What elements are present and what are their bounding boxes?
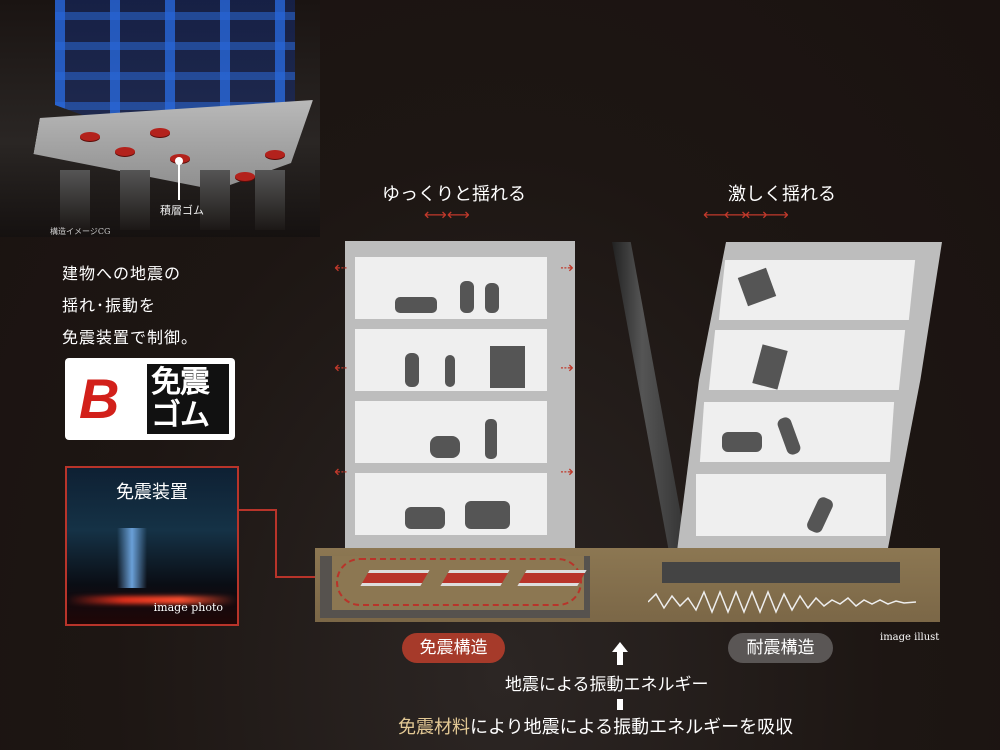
people-silhouette — [430, 436, 460, 458]
strong-sway-arrow-icon: ⟵⟷⟷⟶ — [703, 205, 789, 224]
energy-text: 地震による振動エネルギー — [505, 675, 709, 695]
rubber-bearing — [150, 128, 170, 137]
floor — [355, 473, 547, 535]
connector-line — [275, 509, 277, 577]
cabinet-silhouette — [490, 346, 525, 388]
isolator-bearing — [517, 570, 587, 586]
sofa-silhouette — [395, 297, 437, 313]
up-arrow-icon — [612, 642, 628, 652]
sway-arrow-icon: ⇢ — [560, 358, 574, 377]
dining-silhouette — [465, 501, 510, 529]
light-beam — [117, 528, 147, 588]
label-leader — [178, 160, 180, 200]
rubber-bearing — [115, 147, 135, 156]
floor — [708, 330, 906, 390]
isolator-bearing — [440, 570, 510, 586]
isolator-photo: 免震装置 image photo — [65, 466, 239, 626]
slow-sway-arrow-icon: ⟷⟷ — [424, 205, 470, 224]
absorb-highlight: 免震材料 — [398, 717, 470, 738]
isolation-structure-label: 免震構造 — [402, 633, 505, 663]
isolator-bearing — [360, 570, 430, 586]
sway-arrow-icon: ⇠ — [334, 258, 348, 277]
absorb-rest: により地震による振動エネルギーを吸収 — [470, 717, 794, 738]
brand-logo: B 免震ゴム — [65, 358, 235, 440]
connector-line — [275, 576, 337, 578]
logo-text: 免震ゴム — [147, 364, 229, 434]
seismic-isolated-building — [345, 241, 575, 549]
pile — [255, 170, 285, 230]
intro-line: 建物への地震の — [62, 264, 182, 283]
person-silhouette — [405, 353, 419, 387]
pile — [60, 170, 90, 230]
photo-caption: image photo — [153, 601, 223, 614]
resistant-structure-label: 耐震構造 — [728, 633, 833, 663]
foundation-beam — [662, 562, 900, 583]
sway-arrow-icon: ⇠ — [334, 462, 348, 481]
right-heading: 激しく揺れる — [728, 184, 836, 205]
left-heading: ゆっくりと揺れる — [382, 184, 526, 205]
intro-line: 免震装置で制御。 — [62, 328, 199, 347]
isolation-zone-outline — [336, 558, 582, 606]
sofa-silhouette — [405, 507, 445, 529]
up-arrow-shaft — [617, 651, 623, 665]
floor — [355, 257, 547, 319]
red-glow — [67, 596, 237, 604]
structure-cg-image: 積層ゴム 構造イメージCG — [0, 0, 320, 237]
photo-title: 免震装置 — [116, 482, 188, 503]
label-dot — [175, 157, 183, 165]
floor — [696, 474, 886, 536]
intro-line: 揺れ･振動を — [62, 296, 157, 315]
connector-line — [239, 509, 277, 511]
sway-arrow-icon: ⇢ — [560, 462, 574, 481]
person-silhouette — [445, 355, 455, 387]
arrow-segment — [617, 699, 623, 710]
vibration-zigzag — [648, 590, 916, 614]
rubber-bearing — [235, 172, 255, 181]
person-silhouette — [460, 281, 474, 313]
logo-mark: B — [79, 367, 120, 430]
sway-arrow-icon: ⇢ — [560, 258, 574, 277]
sofa-silhouette — [722, 432, 762, 452]
rubber-bearing — [80, 132, 100, 141]
laminated-rubber-label: 積層ゴム — [160, 204, 204, 217]
pile — [200, 170, 230, 230]
person-silhouette — [485, 283, 499, 313]
absorb-text: 免震材料により地震による振動エネルギーを吸収 — [398, 713, 793, 739]
intro-text: 建物への地震の 揺れ･振動を 免震装置で制御。 — [62, 258, 198, 354]
person-silhouette — [485, 419, 497, 459]
cg-caption: 構造イメージCG — [50, 227, 111, 236]
sway-arrow-icon: ⇠ — [334, 358, 348, 377]
pile — [120, 170, 150, 230]
illust-caption: image illust — [880, 632, 940, 643]
rubber-bearing — [265, 150, 285, 159]
